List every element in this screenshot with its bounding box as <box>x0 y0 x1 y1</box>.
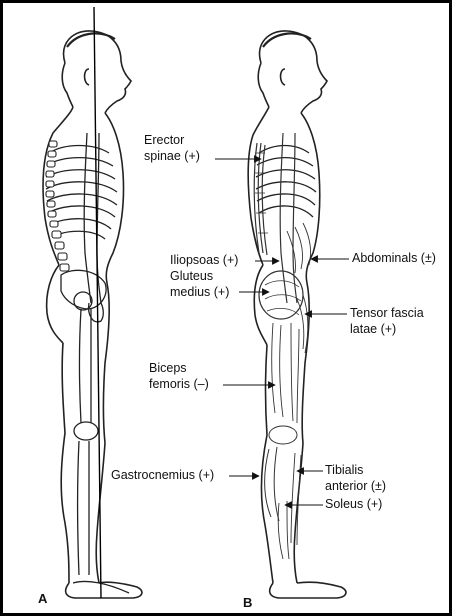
leader-lines <box>215 159 349 505</box>
label-biceps-line1: Biceps <box>149 361 187 376</box>
label-tibialis-line2: anterior (±) <box>325 479 386 494</box>
figure-a-leg-bones <box>61 270 129 593</box>
label-tibialis-line1: Tibialis <box>325 463 363 478</box>
label-soleus: Soleus (+) <box>325 497 382 512</box>
label-gluteus-line1: Gluteus <box>170 269 213 284</box>
figure-b-ribcage <box>256 146 316 218</box>
label-tensor-line2: latae (+) <box>350 322 396 337</box>
label-erector-line1: Erector <box>144 133 184 148</box>
label-gluteus-line2: medius (+) <box>170 285 229 300</box>
panel-label-b: B <box>243 595 252 610</box>
panel-label-a: A <box>38 591 47 606</box>
label-gastrocnemius: Gastrocnemius (+) <box>111 468 214 483</box>
label-biceps-line2: femoris (–) <box>149 377 209 392</box>
plumb-line <box>94 7 101 598</box>
label-erector-line2: spinae (+) <box>144 149 200 164</box>
figure-a-body-outline <box>43 31 142 598</box>
label-tensor-line1: Tensor fascia <box>350 306 424 321</box>
label-iliopsoas: Iliopsoas (+) <box>170 253 238 268</box>
label-abdominals: Abdominals (±) <box>352 251 436 266</box>
